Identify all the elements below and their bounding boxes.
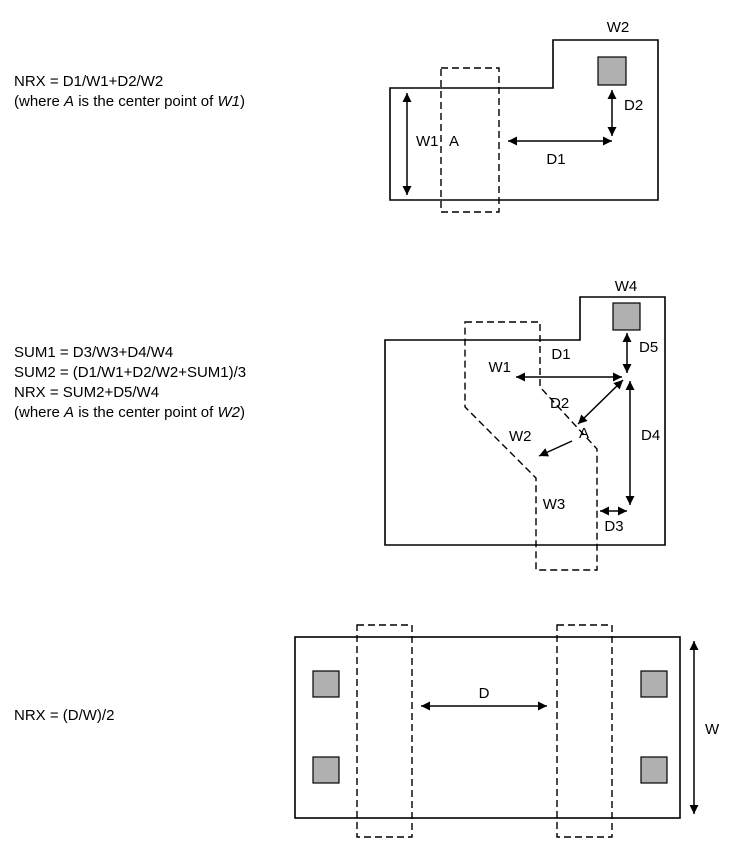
figure1-label-w1: W1 — [416, 133, 439, 150]
figure2-label-d5: D5 — [639, 339, 658, 356]
figure2-formula-line-2: SUM2 = (D1/W1+D2/W2+SUM1)/3 — [14, 364, 247, 381]
point-a-var: A — [64, 93, 75, 110]
figure1-shape-outline — [389, 39, 659, 201]
figure2-label-d2: D2 — [550, 395, 569, 412]
figure3-label-w: W — [705, 721, 720, 738]
figure2-d2-arrow — [577, 379, 624, 425]
where-middle: is the center point of — [74, 404, 218, 421]
figure2-label-d4: D4 — [641, 427, 660, 444]
figure3-diagram: D W — [294, 624, 720, 838]
figure3-square-top-left — [312, 670, 340, 698]
figure1-label-w2: W2 — [607, 19, 630, 36]
figure2-label-d1: D1 — [551, 346, 570, 363]
where-close: ) — [239, 404, 245, 421]
figure1-label-d1: D1 — [546, 151, 565, 168]
figure3-square-top-right — [640, 670, 668, 698]
figure2-w4-square — [612, 302, 641, 331]
figure3-label-d: D — [479, 685, 490, 702]
where-middle: is the center point of — [74, 93, 218, 110]
figure2-label-d3: D3 — [604, 518, 623, 535]
figure2-w2-pointer-arrow — [538, 440, 573, 457]
figure2-formula-block: SUM1 = D3/W3+D4/W4 SUM2 = (D1/W1+D2/W2+S… — [14, 343, 246, 423]
figure3-square-bottom-right — [640, 756, 668, 784]
figure2-label-w4: W4 — [615, 278, 638, 295]
figure2-diagram: W4 D5 D1 W1 D2 A W2 D4 D3 W3 — [384, 278, 666, 571]
figure2-label-w3: W3 — [543, 496, 566, 513]
figure3-shape-outline — [294, 636, 681, 819]
point-a-var: A — [64, 404, 75, 421]
figure1-w2-square — [597, 56, 627, 86]
where-open: (where — [14, 93, 65, 110]
figure2-where-line: (where A is the center point of W2) — [14, 403, 246, 423]
figure2-formula-line-1: SUM1 = D3/W3+D4/W4 — [14, 344, 174, 361]
figure2-w2-dashed-region — [464, 321, 598, 571]
figure3-formula-line: NRX = (D/W)/2 — [14, 707, 115, 724]
figure1-formula-line: NRX = D1/W1+D2/W2 — [14, 73, 164, 90]
where-close: ) — [239, 93, 245, 110]
figure1-where-line: (where A is the center point of W1) — [14, 92, 245, 112]
figure2-label-w2: W2 — [509, 428, 532, 445]
where-open: (where — [14, 404, 65, 421]
figure3-right-dashed-region — [556, 624, 613, 838]
figure3-formula-block: NRX = (D/W)/2 — [14, 706, 114, 726]
width-var: W1 — [217, 93, 240, 110]
figure2-shape-outline — [384, 296, 666, 546]
width-var: W2 — [217, 404, 240, 421]
figure1-diagram: W2 D2 D1 A W1 — [389, 19, 659, 213]
figure3-square-bottom-left — [312, 756, 340, 784]
figure1-w1-dashed-region — [440, 67, 500, 213]
figure3-left-dashed-region — [356, 624, 413, 838]
figure1-formula-block: NRX = D1/W1+D2/W2 (where A is the center… — [14, 72, 245, 112]
figure2-formula-line-3: NRX = SUM2+D5/W4 — [14, 384, 160, 401]
figure1-label-d2: D2 — [624, 97, 643, 114]
figure2-label-w1: W1 — [489, 359, 512, 376]
figure2-label-a: A — [579, 425, 589, 442]
figure1-label-a: A — [449, 133, 459, 150]
